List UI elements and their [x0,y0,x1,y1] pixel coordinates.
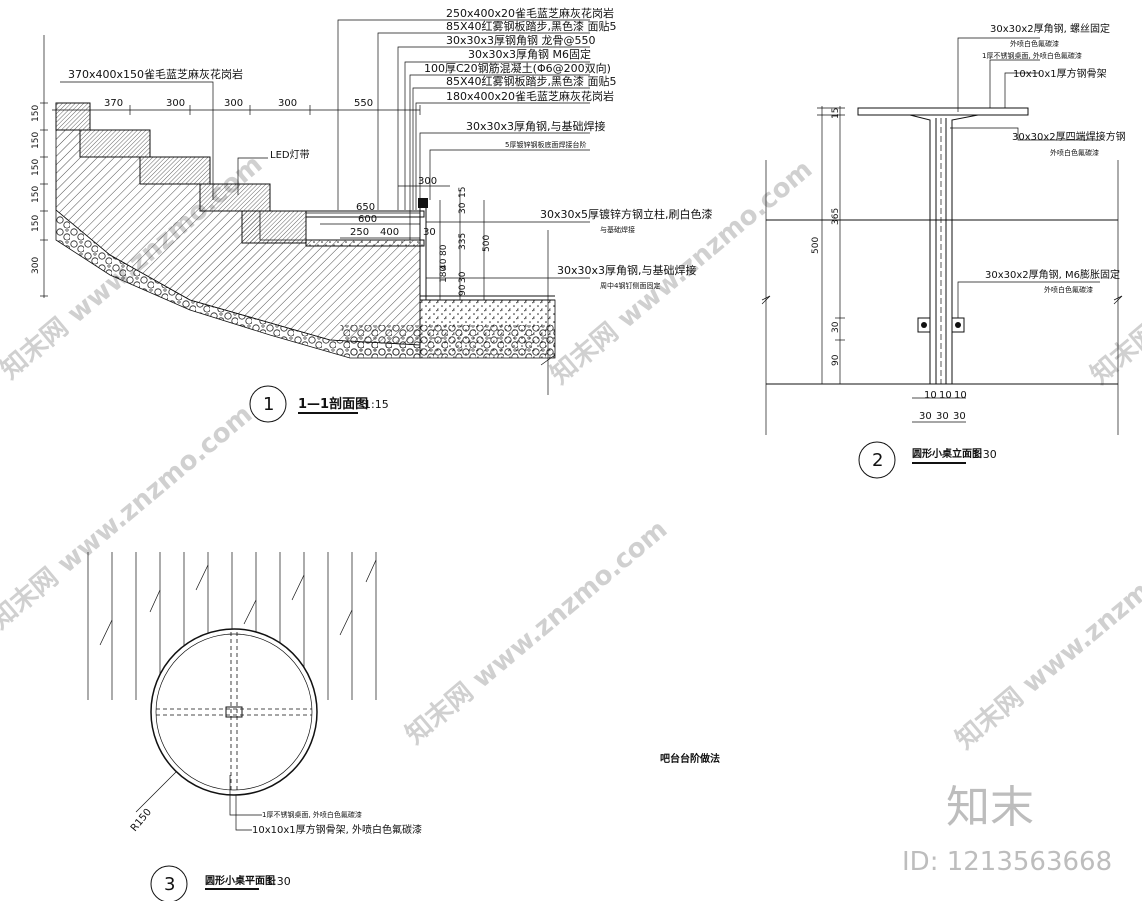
callout-label: 10x10x1厚方钢骨架, 外喷白色氟碳漆 [252,823,422,836]
dim-bottom: 10 [954,390,967,401]
section-number: 1 [263,394,274,415]
section-number: 2 [872,450,883,471]
callout-label: 30x30x3厚角钢 M6固定 [468,47,591,61]
callout-label: 85X40红雾钢板踏步,黑色漆 面贴5 [446,19,617,33]
section-title: 圆形小桌立面图 [912,447,982,460]
callout-label: 外喷白色氟碳漆 [1044,285,1093,294]
watermark-text: 知末网 www.znzmo.com [950,519,1142,755]
callout-label: 1厚不锈钢桌面, 外喷白色氟碳漆 [982,51,1082,60]
dim-vert: 30 [458,271,468,283]
callout-leaders [60,19,590,279]
dim-inner: 600 [358,214,377,225]
section-scale: 1:15 [364,398,389,411]
dim-bottom: 10 [924,390,937,401]
callout-label: 30x30x3厚角钢,与基础焊接 [466,119,606,133]
callout-label: 30x30x3厚钢角钢 龙骨@550 [446,34,596,47]
dim-vert: 15 [831,108,841,119]
callout-label: 30x30x2厚四端焊接方钢 [1012,130,1126,143]
dim-vert: 90 [458,284,468,296]
callout-label: 1厚不锈钢桌面, 外喷白色氟碳漆 [262,810,362,819]
dim-vert: 30 [831,321,841,333]
center-note: 吧台台阶做法 [660,752,720,765]
callout-label: 370x400x150雀毛蓝芝麻灰花岗岩 [68,67,243,81]
dim-top: 550 [354,98,373,109]
dim-vert: 335 [458,233,468,250]
callout-texts: 250x400x20雀毛蓝芝麻灰花岗岩 85X40红雾钢板踏步,黑色漆 面贴5 … [68,6,713,290]
dim-left: 300 [31,257,41,274]
brand-logo: 知末 [946,782,1034,833]
left-dimensions: 150 150 150 150 150 300 [31,102,48,297]
section-2-title: 2 圆形小桌立面图 1:30 [858,441,997,479]
section-3-title: 3 圆形小桌平面图 1:30 [150,865,291,901]
callout-texts: 30x30x2厚角钢, 螺丝固定 外喷白色氟碳漆 1厚不锈钢桌面, 外喷白色氟碳… [982,22,1126,294]
dim-vert: 30 [458,202,468,214]
section-scale: 1:30 [972,448,997,461]
radius-label: R150 [129,807,154,834]
callout-label: 10x10x1厚方钢骨架 [1013,67,1107,80]
dim-vert: 90 [831,354,841,366]
callout-label: 与基础焊接 [600,225,635,234]
dim-bottom: 30 [919,411,932,422]
dim-bottom: 10 [939,390,952,401]
watermark-text: 知末网 www.znzmo.com [0,399,258,635]
dim-bottom: 30 [936,411,949,422]
section-number: 3 [164,874,175,895]
callout-label: 外喷白色氟碳漆 [1050,148,1099,157]
callout-label: 250x400x20雀毛蓝芝麻灰花岗岩 [446,6,614,20]
callout-label: 周中4钢钉侧面固定 [600,281,660,290]
watermark-text: 知末网 www.znzmo.com [400,514,673,750]
dim-vert: 500 [811,237,821,254]
callout-label: 外喷白色氟碳漆 [1010,39,1059,48]
dim-inner: 250 [350,227,369,238]
dim-vert: 365 [831,208,841,225]
inner-dimensions: 300 650 600 250 400 30 15 30 335 500 80 … [306,176,492,300]
dim-left: 150 [31,215,41,232]
section-title: 圆形小桌平面图 [205,874,275,887]
section-3-drawing: R150 1厚不锈钢桌面, 外喷白色氟碳漆 10x10x1厚方钢骨架, 外喷白色… [87,552,422,901]
callout-label: 30x30x5厚镀锌方钢立柱,刷白色漆 [540,207,713,221]
dim-inner: 30 [423,227,436,238]
section-scale: 1:30 [266,875,291,888]
section-2-drawing: 15 365 500 30 90 10 10 10 10 30 30 30 30… [761,22,1126,479]
dim-top: 370 [104,98,123,109]
section-1-title: 1 1—1剖面图 1:15 [249,385,389,423]
image-id: ID: 1213563668 [902,847,1112,877]
callout-label: 5厚镀锌钢板底面焊接台阶 [505,140,586,149]
callout-label: 30x30x3厚角钢,与基础焊接 [557,263,697,277]
brand-watermark: 知末 ID: 1213563668 [902,782,1112,877]
dim-left: 150 [31,132,41,149]
dim-top: 300 [166,98,185,109]
led-label: LED灯带 [270,149,310,161]
gravel-base [340,325,555,358]
section-1-drawing: 150 150 150 150 150 300 370 300 300 300 … [31,6,713,423]
dim-vert: 500 [482,235,492,252]
dim-vert: 80 [439,244,449,256]
dim-left: 150 [31,105,41,122]
dim-vert: 40 [439,258,449,270]
section-title: 1—1剖面图 [298,396,368,412]
dim-top: 300 [278,98,297,109]
stair-treads [55,102,425,247]
dim-inner: 400 [380,227,399,238]
callout-label: 30x30x2厚角钢, M6膨胀固定 [985,268,1120,281]
top-dimensions: 370 300 300 300 550 [52,98,421,115]
callout-label: 180x400x20雀毛蓝芝麻灰花岗岩 [446,89,614,103]
callout-label: 30x30x2厚角钢, 螺丝固定 [990,22,1110,35]
table-top-circle [150,628,318,796]
dim-left: 150 [31,186,41,203]
dim-top: 300 [224,98,243,109]
dim-vert: 15 [458,187,468,198]
dim-inner: 650 [356,202,375,213]
dim-inner: 300 [418,176,437,187]
dim-vert: 180 [439,266,449,283]
dim-bottom: 30 [953,411,966,422]
callout-label: 100厚C20钢筋混凝土(Φ6@200双向) [424,61,611,75]
callout-label: 85X40红雾钢板踏步,黑色漆 面贴5 [446,74,617,88]
dim-left: 150 [31,159,41,176]
